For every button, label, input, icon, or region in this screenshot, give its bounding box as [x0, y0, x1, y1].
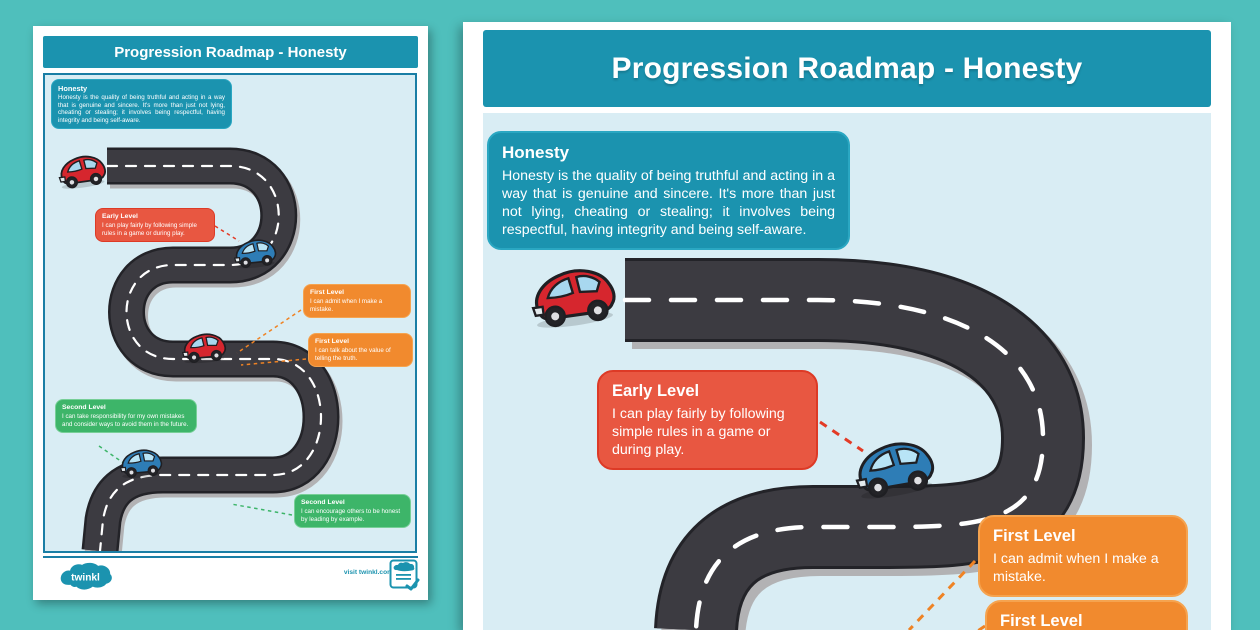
- callout-body: I can admit when I make a mistake.: [993, 550, 1159, 585]
- road: [81, 147, 343, 551]
- callout-title: Early Level: [102, 213, 138, 220]
- callout-title: First Level: [310, 289, 344, 296]
- callout-body: I can play fairly by following simple ru…: [102, 222, 197, 237]
- second-level-callout-2: Second Level I can encourage others to b…: [294, 494, 411, 529]
- twinkl-quality-badge-icon: [389, 559, 420, 591]
- honesty-definition-box: Honesty Honesty is the quality of being …: [51, 79, 232, 130]
- honesty-title: Honesty: [502, 143, 570, 162]
- honesty-body: Honesty is the quality of being truthful…: [502, 167, 835, 238]
- poster-title: Progression Roadmap - Honesty: [611, 51, 1083, 85]
- road: [622, 258, 1093, 630]
- footer-divider: [43, 556, 418, 558]
- connector-lines: [98, 225, 307, 516]
- early-level-callout: Early Level I can play fairly by followi…: [597, 370, 818, 471]
- red-car-icon: [180, 331, 228, 366]
- callout-body: I can admit when I make a mistake.: [310, 298, 383, 313]
- visit-twinkl-link[interactable]: visit twinkl.com: [343, 569, 393, 576]
- red-car-icon: [527, 264, 619, 333]
- poster-title-bar: Progression Roadmap - Honesty: [483, 30, 1211, 107]
- callout-title: Second Level: [301, 499, 345, 506]
- red-car-icon: [56, 153, 108, 192]
- callout-title: Early Level: [612, 382, 700, 400]
- callout-title: First Level: [993, 527, 1076, 545]
- roadmap-panel: Honesty Honesty is the quality of being …: [43, 73, 417, 553]
- first-level-callout-1: First Level I can admit when I make a mi…: [303, 284, 411, 319]
- callout-title: Second Level: [62, 404, 106, 411]
- honesty-body: Honesty is the quality of being truthful…: [58, 94, 225, 124]
- honesty-definition-box: Honesty Honesty is the quality of being …: [487, 131, 850, 250]
- blue-car-icon: [232, 237, 278, 271]
- poster-title: Progression Roadmap - Honesty: [114, 43, 347, 61]
- road-illustration: [56, 147, 343, 551]
- honesty-title: Honesty: [58, 84, 88, 93]
- callout-body: I can talk about the value of telling th…: [315, 347, 391, 362]
- callout-body: I can encourage others to be honest by l…: [301, 508, 401, 523]
- second-level-callout-1: Second Level I can take responsibility f…: [55, 399, 197, 434]
- callout-title: First Level: [1000, 612, 1083, 630]
- early-level-callout: Early Level I can play fairly by followi…: [95, 208, 215, 243]
- callout-body: I can play fairly by following simple ru…: [612, 405, 785, 459]
- callout-body: I can take responsibility for my own mis…: [62, 413, 189, 428]
- connector-lines: [819, 420, 986, 630]
- twinkl-logo: [57, 562, 115, 592]
- poster-zoom-preview: Progression Roadmap - Honesty Hone: [463, 22, 1231, 630]
- roadmap-panel: Honesty Honesty is the quality of being …: [483, 113, 1211, 630]
- poster-thumbnail-page[interactable]: Progression Roadmap - Honesty: [33, 26, 428, 600]
- callout-title: First Level: [315, 338, 349, 345]
- poster-title-bar: Progression Roadmap - Honesty: [43, 36, 418, 68]
- road-illustration: [527, 258, 1093, 630]
- blue-car-icon: [118, 447, 164, 481]
- first-level-callout-1: First Level I can admit when I make a mi…: [978, 515, 1188, 598]
- first-level-callout-2: First Level I can talk about the value o…: [985, 600, 1188, 630]
- first-level-callout-2: First Level I can talk about the value o…: [308, 333, 413, 368]
